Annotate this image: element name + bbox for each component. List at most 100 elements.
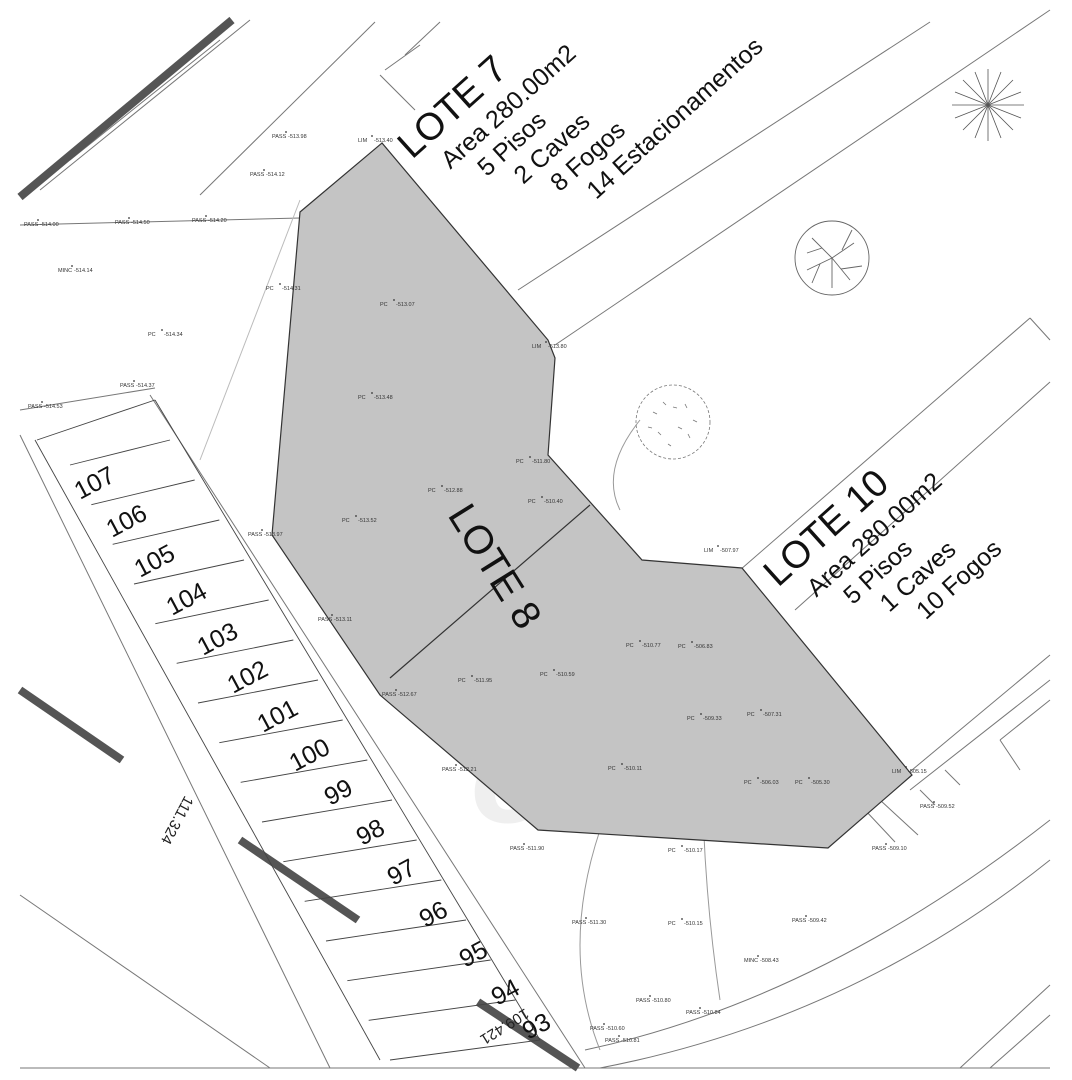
survey-point-code: PASS (272, 134, 287, 140)
dimension-left: 111.324 (157, 793, 196, 847)
survey-point-marker (691, 641, 693, 643)
survey-point-elevation: -514.37 (136, 383, 155, 389)
survey-point-code: PC (380, 302, 388, 308)
survey-point-code: PASS (590, 1026, 605, 1032)
survey-point-code: PC (626, 643, 634, 649)
survey-point-elevation: -513.40 (374, 138, 393, 144)
survey-point-elevation: -510.15 (684, 921, 703, 927)
survey-point-code: PASS (120, 383, 135, 389)
survey-point-elevation: -514.31 (282, 286, 301, 292)
survey-point-elevation: -506.83 (694, 644, 713, 650)
survey-point-marker (699, 1007, 701, 1009)
survey-point-marker (808, 777, 810, 779)
survey-point: PASS-510.60 (590, 1023, 625, 1032)
survey-point-elevation: -511.90 (526, 846, 544, 852)
survey-point-code: PASS (24, 222, 39, 228)
survey-point-marker (639, 640, 641, 642)
survey-point-elevation: -510.81 (621, 1038, 640, 1044)
survey-point-elevation: -511.95 (474, 678, 492, 684)
survey-point-elevation: -509.33 (703, 716, 722, 722)
survey-point: PASS-514.00 (24, 219, 59, 228)
survey-point-marker (760, 709, 762, 711)
parcel-number-94: 94 (487, 973, 525, 1011)
parcel-divider (155, 599, 269, 625)
survey-point-elevation: -512.88 (444, 488, 463, 494)
survey-point: PC-510.15 (668, 918, 703, 927)
parcel-number-99: 99 (320, 774, 358, 812)
survey-point-code: PC (358, 395, 366, 401)
survey-point-code: LIM (358, 138, 368, 144)
lote-8-parcel (271, 142, 913, 849)
parcel-divider (91, 479, 195, 506)
survey-point-elevation: -514.00 (40, 222, 59, 228)
survey-point: PASS-514.37 (120, 380, 155, 389)
parcel-number-105: 105 (130, 539, 180, 583)
survey-point-marker (717, 545, 719, 547)
survey-point: MINC-508.43 (744, 955, 779, 964)
survey-point-marker (471, 675, 473, 677)
survey-point-code: PASS (28, 404, 43, 410)
parcel-divider (240, 759, 368, 783)
survey-point: MINC-514.14 (58, 265, 93, 274)
survey-point-code: PASS (920, 804, 935, 810)
survey-point-marker (41, 401, 43, 403)
parcel-number-101: 101 (253, 694, 303, 738)
survey-point-code: LIM (704, 548, 714, 554)
survey-point-elevation: -514.53 (44, 404, 63, 410)
survey-point: LIM -513.40 (358, 135, 393, 144)
parcel-number-104: 104 (162, 577, 212, 621)
survey-point-elevation: -513.98 (288, 134, 307, 140)
survey-point-marker (261, 529, 263, 531)
survey-point: PASS-513.98 (272, 131, 307, 140)
survey-point-code: PC (458, 678, 466, 684)
parcel-divider (69, 439, 171, 466)
survey-point-marker (395, 689, 397, 691)
survey-point-elevation: -510.60 (606, 1026, 625, 1032)
survey-point-elevation: -514.50 (131, 220, 150, 226)
survey-point-code: PASS (442, 767, 457, 773)
survey-point-elevation: -505.15 (908, 769, 927, 775)
survey-point-marker (905, 766, 907, 768)
survey-point: PC-513.52 (342, 515, 377, 524)
parcel-divider (261, 799, 393, 823)
parcel-divider (197, 679, 319, 704)
survey-point-elevation: -514.12 (266, 172, 285, 178)
survey-point-code: PASS (792, 918, 807, 924)
survey-point: PC-505.30 (795, 777, 830, 786)
survey-point-elevation: -510.17 (684, 848, 703, 854)
survey-point: LIM -505.15 (892, 766, 927, 775)
parcel-divider (283, 839, 417, 863)
survey-point-marker (757, 955, 759, 957)
survey-point-code: MINC (744, 958, 758, 964)
survey-point-code: PC (342, 518, 350, 524)
survey-point-elevation: -511.80 (532, 459, 550, 465)
survey-point-elevation: -514.14 (74, 268, 93, 274)
survey-point-code: LIM (892, 769, 902, 775)
survey-point-code: PC (528, 499, 536, 505)
parcel-number-96: 96 (415, 896, 453, 934)
parcel-divider (133, 559, 245, 585)
parcel-number-100: 100 (285, 733, 335, 777)
road-lines (19, 9, 1051, 1069)
survey-point-code: PASS (605, 1038, 620, 1044)
survey-point-marker (71, 265, 73, 267)
survey-point: PC-512.88 (428, 485, 463, 494)
survey-point-code: PC (148, 332, 156, 338)
survey-point: PASS-513.11 (318, 614, 352, 623)
survey-point: PASS-509.52 (920, 801, 955, 810)
survey-point: PC-514.31 (266, 283, 301, 292)
survey-point: PC-510.17 (668, 845, 703, 854)
survey-point-marker (133, 380, 135, 382)
survey-point-marker (585, 917, 587, 919)
survey-point-elevation: -510.40 (544, 499, 563, 505)
survey-point-elevation: -505.30 (811, 780, 830, 786)
survey-points: PASS-514.00PASS-514.12PASS-514.20PASS-51… (24, 131, 955, 1044)
survey-point: PASS-512.67 (382, 689, 417, 698)
survey-point-code: PASS (872, 846, 887, 852)
survey-point: PC-506.03 (744, 777, 779, 786)
survey-point-elevation: -510.80 (652, 998, 671, 1004)
parcel-divider (347, 959, 491, 982)
survey-point-code: PC (744, 780, 752, 786)
survey-point: PC-513.48 (358, 392, 393, 401)
survey-point-elevation: -509.52 (936, 804, 955, 810)
